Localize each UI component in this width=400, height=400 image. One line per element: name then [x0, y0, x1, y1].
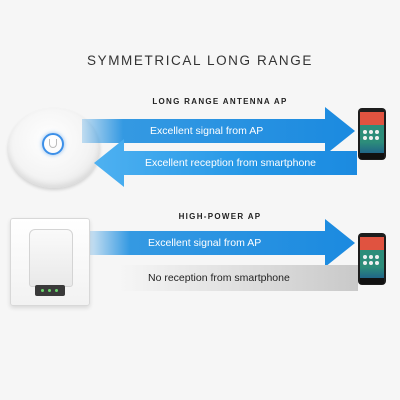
section1-heading: LONG RANGE ANTENNA AP	[152, 97, 288, 106]
smartphone-icon	[358, 108, 386, 160]
led-icon	[41, 289, 44, 292]
no-reception-shape	[118, 265, 358, 291]
smartphone-icon	[358, 233, 386, 285]
arrow2-label: Excellent reception from smartphone	[145, 157, 316, 169]
diagram-title: SYMMETRICAL LONG RANGE	[87, 53, 313, 68]
reception-arrow-left: Excellent reception from smartphone	[94, 137, 357, 189]
led-icon	[55, 289, 58, 292]
arrow-right-shape	[90, 219, 355, 267]
signal-arrow-right: Excellent signal from AP	[82, 105, 355, 157]
ap-led-panel	[35, 285, 65, 296]
arrow-right-shape	[82, 107, 355, 155]
phone-screen	[360, 112, 384, 155]
section2-heading: HIGH-POWER AP	[178, 212, 262, 221]
phone-screen	[360, 237, 384, 280]
arrow-left-shape	[94, 139, 357, 187]
arrow3-label: Excellent signal from AP	[148, 237, 262, 249]
signal-arrow-right: Excellent signal from AP	[90, 217, 355, 269]
no-reception-band: No reception from smartphone	[118, 265, 358, 291]
arrow1-label: Excellent signal from AP	[150, 125, 264, 137]
no-reception-label: No reception from smartphone	[148, 272, 290, 284]
ap-logo-icon	[49, 139, 57, 148]
led-icon	[48, 289, 51, 292]
high-power-ap-icon	[10, 218, 90, 306]
ap-ring-icon	[42, 133, 64, 155]
